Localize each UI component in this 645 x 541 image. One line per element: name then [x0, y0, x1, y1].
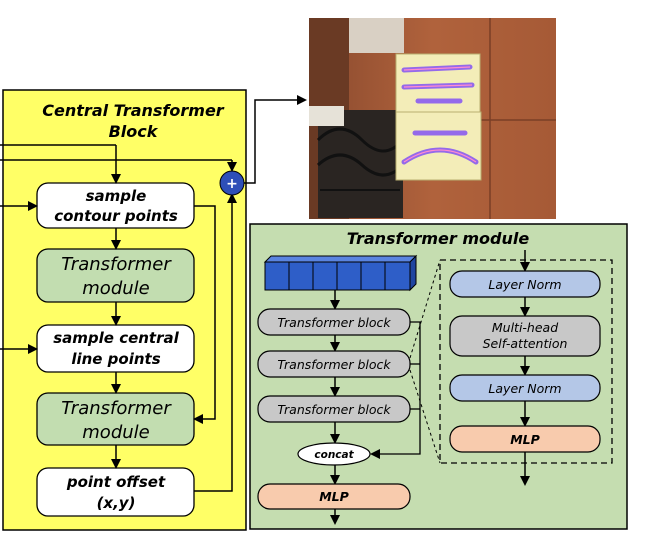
detail-mlp-box — [449, 425, 601, 453]
input-arrows — [0, 144, 232, 354]
skip-connections — [193, 95, 307, 492]
transformer-block-detail — [439, 259, 613, 464]
layer-norm-2-label: Layer Norm — [488, 381, 561, 396]
central-transformer-panel — [2, 89, 247, 531]
sample-central-line1: sample central — [53, 329, 179, 347]
right-panel-title: Transformer module — [347, 229, 530, 248]
point-offset-line2: (x,y) — [97, 494, 136, 512]
sample-contour-line1: sample — [86, 187, 147, 205]
sum-node — [219, 170, 245, 196]
transformer-block-3-label: Transformer block — [277, 402, 391, 417]
transformer-module-2-line1: Transformer — [61, 398, 172, 419]
multi-head-attention-box — [449, 315, 601, 357]
transformer-block-2-label: Transformer block — [277, 357, 391, 372]
detail-mlp-label: MLP — [510, 432, 540, 447]
layer-norm-box-2 — [449, 374, 601, 402]
sample-contour-line2: contour points — [54, 207, 178, 225]
sign-bottom — [395, 111, 482, 181]
sample-central-line2: line points — [71, 350, 160, 368]
layer-norm-box-1 — [449, 270, 601, 298]
zoom-lines — [409, 259, 441, 464]
transformer-module-1-line1: Transformer — [61, 254, 172, 275]
concat-connections — [370, 321, 421, 459]
transformer-block-1-label: Transformer block — [277, 315, 391, 330]
token-embeddings — [263, 254, 418, 292]
mlp-output-box — [257, 483, 411, 510]
sum-symbol: + — [226, 176, 238, 192]
transformer-module-1-line2: module — [82, 278, 149, 299]
scene-photo — [309, 18, 556, 219]
self-attention-label: Self-attention — [483, 336, 568, 351]
panel-title-line2: Block — [109, 122, 159, 141]
transformer-module-2-line2: module — [82, 422, 149, 443]
multi-head-label: Multi-head — [492, 320, 558, 335]
concat-label: concat — [314, 449, 354, 461]
layer-norm-1-label: Layer Norm — [488, 277, 561, 292]
panel-title-line1: Central Transformer — [42, 101, 225, 120]
point-offset-line1: point offset — [66, 473, 166, 491]
mlp-output-label: MLP — [319, 489, 349, 504]
